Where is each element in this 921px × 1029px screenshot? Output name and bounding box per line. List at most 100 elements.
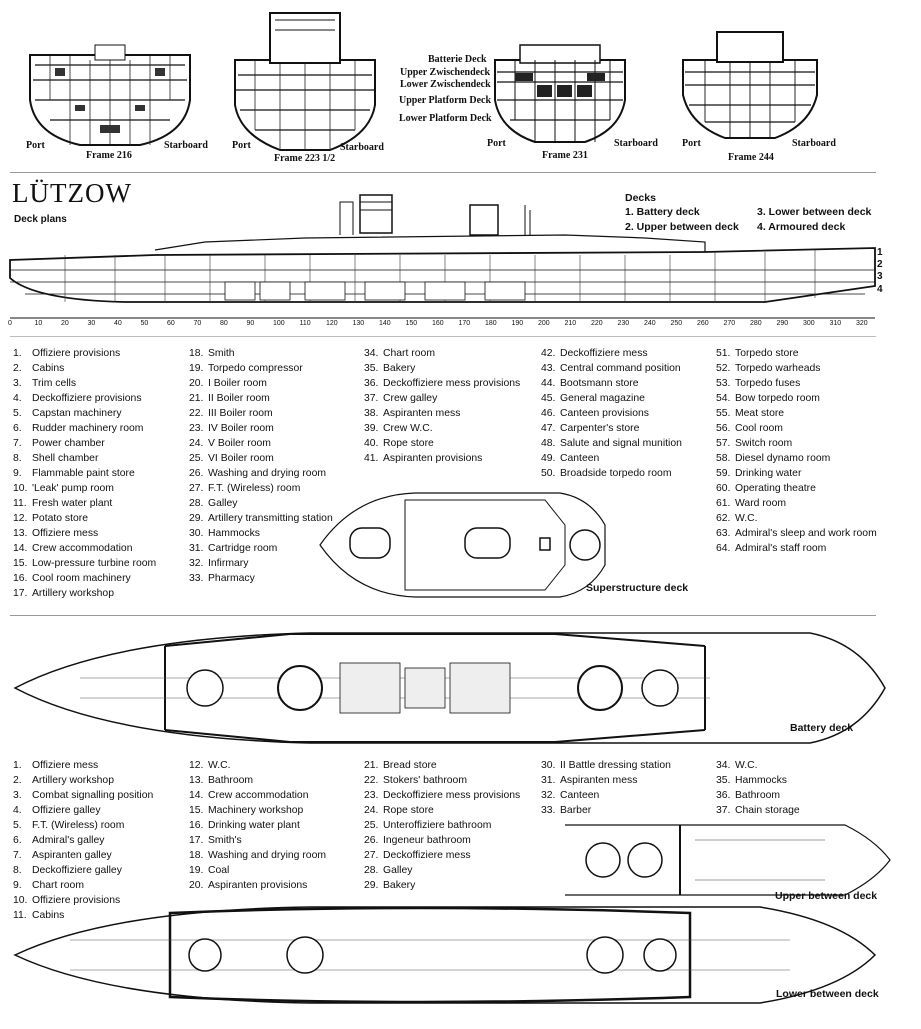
legend-label: Offiziere provisions (32, 895, 121, 906)
legend-item: 11.Cabins (13, 908, 153, 923)
frame-scale-tick: 130 (352, 320, 365, 327)
legend-number: 31. (541, 775, 556, 786)
legend-number: 50. (541, 468, 556, 479)
legend-label: Torpedo store (735, 348, 799, 359)
divider-top (10, 172, 876, 173)
legend-label: Deckoffiziere provisions (32, 393, 142, 404)
legend-number: 7. (13, 850, 22, 861)
legend-item: 25.Unteroffiziere bathroom (364, 818, 520, 833)
legend-number: 10. (13, 895, 28, 906)
legend-number: 48. (541, 438, 556, 449)
legend-item: 23.Deckoffiziere mess provisions (364, 788, 520, 803)
legend-label: Cool room machinery (32, 573, 131, 584)
legend-number: 35. (364, 363, 379, 374)
legend-label: Deckoffiziere mess (560, 348, 648, 359)
superstructure-deck-label: Superstructure deck (586, 582, 689, 594)
upper-between-deck-plan (565, 824, 891, 896)
legend-number: 5. (13, 820, 22, 831)
legend-label: III Boiler room (208, 408, 273, 419)
legend-number: 30. (541, 760, 556, 771)
legend-item: 21.Bread store (364, 758, 520, 773)
legend-item: 32.Infirmary (189, 556, 333, 571)
legend-item: 3.Trim cells (13, 376, 156, 391)
legend-number: 26. (189, 468, 204, 479)
frame-scale-tick: 180 (485, 320, 497, 327)
legend-label: Washing and drying room (208, 850, 327, 861)
legend-item: 22.Stokers' bathroom (364, 773, 520, 788)
legend-number: 1. (13, 760, 22, 771)
legend-item: 18.Washing and drying room (189, 848, 326, 863)
legend-number: 27. (189, 483, 204, 494)
legend-item: 1.Offiziere mess (13, 758, 153, 773)
legend-number: 25. (189, 453, 204, 464)
legend-number: 22. (364, 775, 379, 786)
legend-number: 2. (13, 363, 22, 374)
frame-scale-tick: 60 (167, 320, 175, 327)
legend-item: 15.Machinery workshop (189, 803, 326, 818)
legend-label: Bathroom (208, 775, 254, 786)
legend-label: Machinery workshop (208, 805, 304, 816)
legend-number: 11. (13, 498, 27, 509)
frame-244-label: Frame 244 (728, 152, 774, 163)
legend-item: 52. Torpedo warheads (716, 361, 877, 376)
frame-scale-tick: 50 (140, 320, 149, 327)
legend-item: 60.Operating theatre (716, 481, 877, 496)
legend-number: 32. (541, 790, 556, 801)
ship-side-elevation (9, 194, 876, 319)
frame-scale-tick: 280 (750, 320, 762, 327)
legend-number: 25. (364, 820, 379, 831)
legend-label: Switch room (735, 438, 793, 449)
section-frame-216-drawing (29, 44, 191, 146)
legend-label: Low-pressure turbine room (32, 558, 157, 569)
legend-label: Smith (208, 348, 235, 359)
legend-item: 5.Capstan machinery (13, 406, 156, 421)
legend-item: 9.Flammable paint store (13, 466, 156, 481)
legend-number: 16. (189, 820, 204, 831)
legend-item: 33.Pharmacy (189, 571, 333, 586)
legend-item: 47.Carpenter's store (541, 421, 682, 436)
legend-label: Torpedo warheads (735, 363, 821, 374)
legend-label: Hammocks (735, 775, 787, 786)
legend-item: 40.Rope store (364, 436, 520, 451)
lower-between-deck-plan (13, 906, 877, 1004)
legend-number: 53. (716, 378, 731, 389)
legend-item: 14.Crew accommodation (189, 788, 326, 803)
legend-item: 8.Shell chamber (13, 451, 156, 466)
legend-item: 50.Broadside torpedo room (541, 466, 682, 481)
deck-key-2: 2. Upper between deck (625, 221, 739, 233)
legend-item: 61.Ward room (716, 496, 877, 511)
legend-number: 10. (13, 483, 28, 494)
legend-number: 17. (13, 588, 28, 599)
legend-item: 45.General magazine (541, 391, 682, 406)
legend-label: Diesel dynamo room (735, 453, 831, 464)
legend-label: Galley (208, 498, 238, 509)
legend-item: 5.F.T. (Wireless) room (13, 818, 153, 833)
legend-label: Chart room (32, 880, 84, 891)
legend-item: 20.Aspiranten provisions (189, 878, 326, 893)
frame-scale-tick: 70 (193, 320, 202, 327)
frame-scale-tick: 270 (723, 320, 736, 327)
legend-label: Combat signalling position (32, 790, 154, 801)
legend-number: 14. (189, 790, 204, 801)
battery-deck-plan (13, 632, 886, 744)
legend-number: 64. (716, 543, 731, 554)
deck-name-upper-platform: Upper Platform Deck (399, 95, 492, 106)
legend-item: 19.Coal (189, 863, 326, 878)
legend-item: 6.Rudder machinery room (13, 421, 156, 436)
legend-label: Canteen (560, 790, 600, 801)
legend-label: Aspiranten mess (560, 775, 638, 786)
legend-label: Trim cells (32, 378, 77, 389)
legend-number: 52. (716, 363, 731, 374)
legend-item: 21.II Boiler room (189, 391, 333, 406)
legend-item: 8.Deckoffiziere galley (13, 863, 153, 878)
legend-item: 25.VI Boiler room (189, 451, 333, 466)
frame-scale-tick: 220 (591, 320, 603, 327)
frame-scale-tick: 250 (670, 320, 683, 327)
page-subtitle: Deck plans (14, 214, 67, 225)
legend-number: 17. (189, 835, 204, 846)
battery-deck-label: Battery deck (790, 722, 854, 734)
frame-231-port: Port (487, 138, 506, 149)
